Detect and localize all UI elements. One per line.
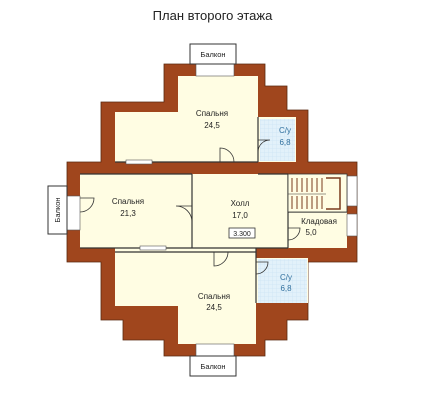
- storage-name: Кладовая: [301, 217, 337, 226]
- bedroom-top-name: Спальня: [196, 109, 228, 118]
- balcony-bottom-label: Балкон: [200, 362, 225, 371]
- level-mark: 3.300: [233, 231, 251, 238]
- bedroom-left-name: Спальня: [112, 197, 144, 206]
- storage-area: 5,0: [305, 228, 317, 237]
- bath-top-name: С/у: [279, 126, 291, 135]
- bedroom-top-area: 24,5: [204, 121, 220, 130]
- page-title: План второго этажа: [152, 8, 273, 23]
- bathroom-bottom-tile: [258, 259, 307, 303]
- bath-bottom-area: 6,8: [280, 284, 292, 293]
- bath-bottom-name: С/у: [280, 273, 292, 282]
- hall-area: 17,0: [232, 211, 248, 220]
- balcony-left: Балкон: [47, 185, 68, 235]
- bath-top-area: 6,8: [279, 138, 291, 147]
- level-mark-box: [228, 227, 256, 239]
- bedroom-left-area: 21,3: [120, 209, 136, 218]
- hall-name: Холл: [231, 199, 250, 208]
- balcony-bottom: Балкон: [189, 355, 237, 377]
- door-swings: [79, 139, 301, 275]
- balcony-left-label: Балкон: [53, 197, 62, 222]
- bedroom-bottom-name: Спальня: [198, 292, 230, 301]
- balcony-top: Балкон: [189, 43, 237, 65]
- staircase: [287, 173, 348, 213]
- bedroom-bottom-area: 24,5: [206, 303, 222, 312]
- balcony-top-label: Балкон: [200, 50, 225, 59]
- windows: [66, 63, 358, 357]
